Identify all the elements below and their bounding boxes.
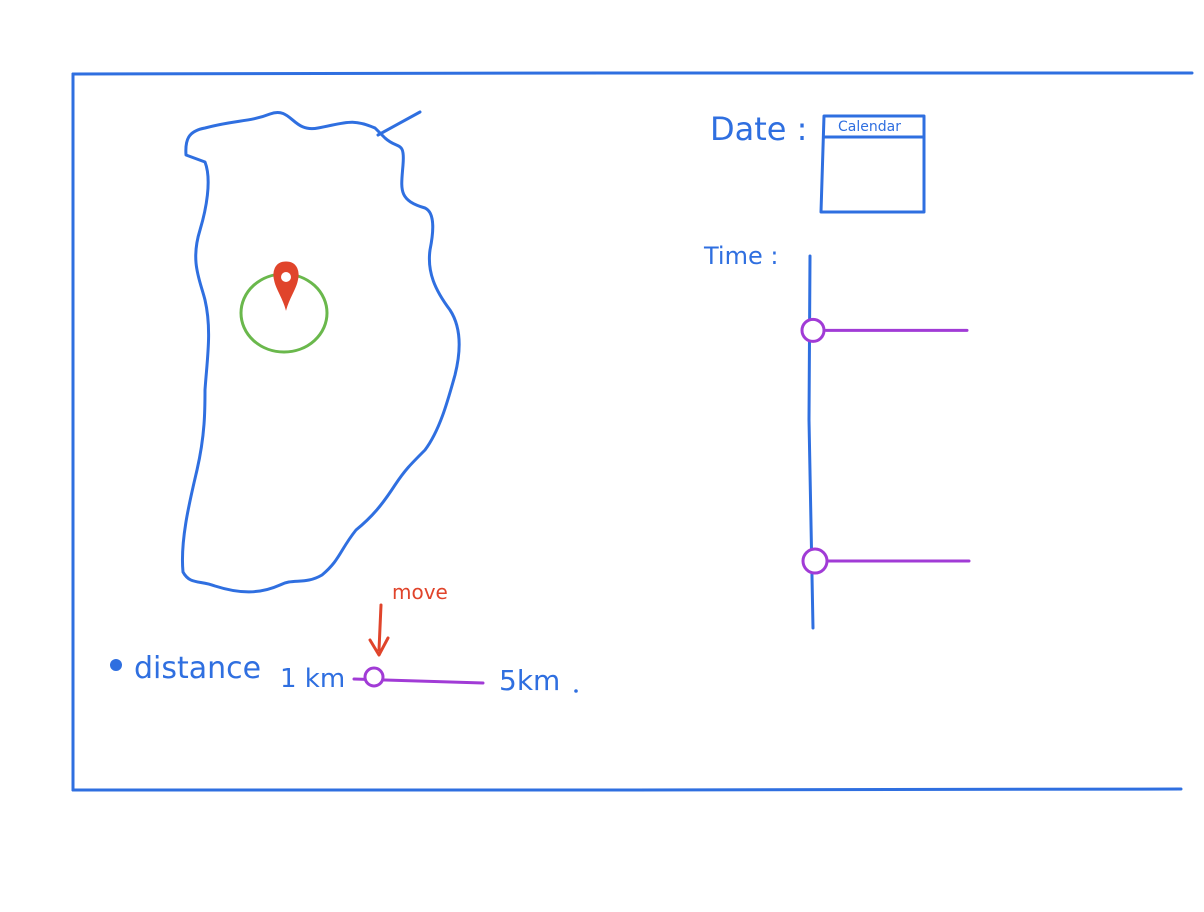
period-dot bbox=[574, 689, 578, 693]
distance-min-label: 1 km bbox=[280, 664, 345, 694]
map-outline bbox=[180, 111, 461, 594]
date-control: Date : Calendar bbox=[710, 110, 926, 214]
time-start-handle[interactable] bbox=[800, 317, 826, 343]
calendar-box bbox=[819, 114, 926, 214]
time-label: Time : bbox=[703, 242, 778, 270]
time-control: Time : bbox=[703, 242, 971, 630]
calendar-widget[interactable]: Calendar bbox=[819, 114, 926, 214]
distance-max-label: 5km bbox=[499, 664, 560, 697]
time-end-handle[interactable] bbox=[801, 547, 829, 575]
map-area[interactable] bbox=[180, 110, 461, 594]
distance-slider-handle[interactable] bbox=[363, 666, 385, 688]
move-arrow-icon bbox=[368, 603, 390, 657]
distance-control: distance 1 km 5km move bbox=[110, 580, 578, 697]
date-label: Date : bbox=[710, 110, 807, 148]
frame bbox=[71, 71, 1194, 792]
move-annotation: move bbox=[392, 580, 448, 604]
distance-label: distance bbox=[134, 651, 261, 686]
location-pin-icon[interactable] bbox=[273, 261, 299, 311]
bullet-icon bbox=[110, 659, 122, 671]
map-edge-stroke bbox=[376, 110, 422, 137]
calendar-header-label: Calendar bbox=[838, 119, 901, 135]
